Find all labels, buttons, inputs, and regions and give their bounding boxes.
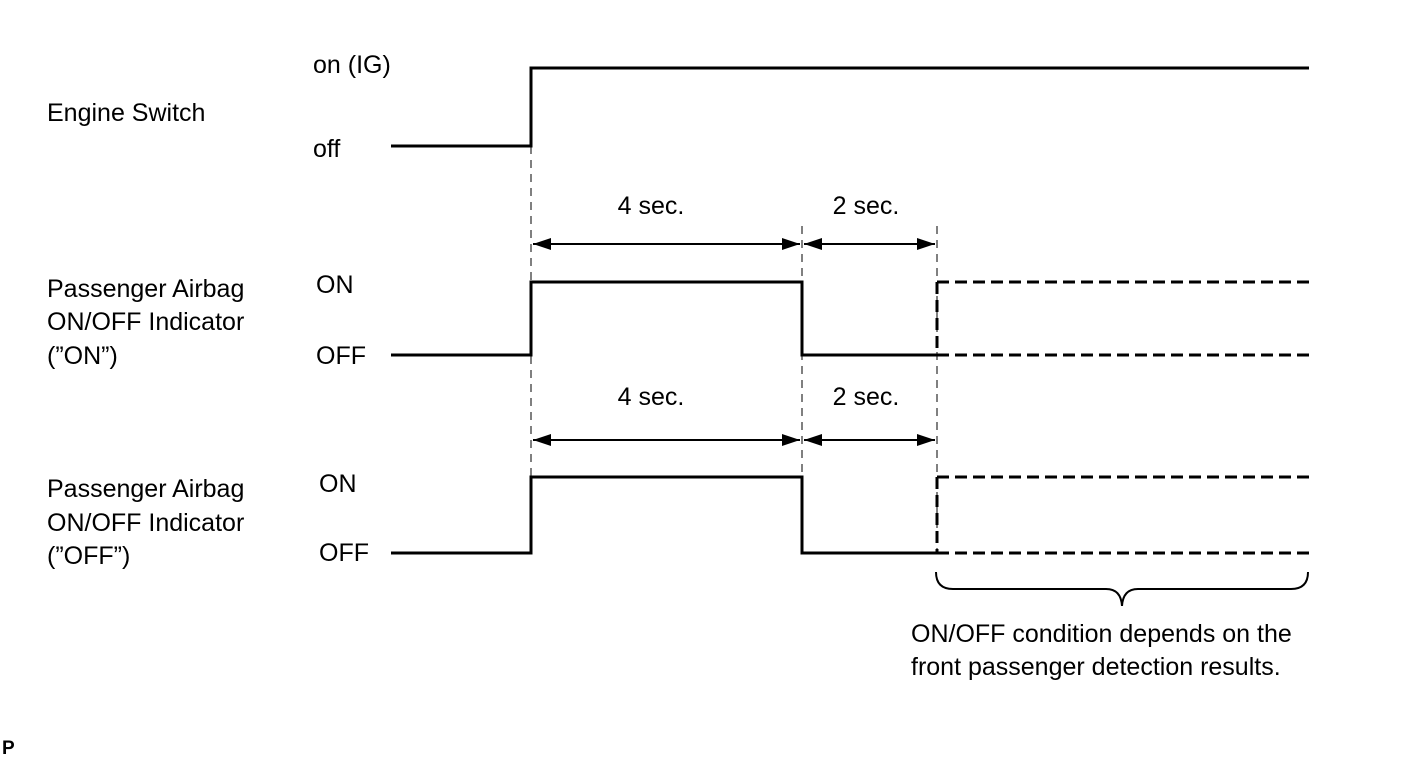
duration-2sec-label: 2 sec. [833,383,900,411]
arrowhead-right [782,434,800,446]
indicator-off-low-level-label: OFF [319,539,369,567]
indicator-off-label-line1: Passenger Airbag [47,475,244,503]
arrowhead-right [917,238,935,250]
indicator-on-high-level-label: ON [316,271,354,299]
indicator-on-waveform [391,280,937,357]
duration-4sec-label: 4 sec. [618,383,685,411]
note-line2: front passenger detection results. [911,653,1281,681]
indicator-on-label-line3: (”ON”) [47,342,118,370]
arrowhead-left [533,434,551,446]
indicator-off-label-line3: (”OFF”) [47,542,130,570]
indicator-off-waveform [391,475,937,555]
engine-switch-waveform [391,66,1309,148]
duration-2sec-label: 2 sec. [833,192,900,220]
indicator-on-low-level-label: OFF [316,342,366,370]
note-line1: ON/OFF condition depends on the [911,620,1292,648]
corner-mark: P [2,738,15,759]
indicator-on-label-line1: Passenger Airbag [47,275,244,303]
arrowhead-right [782,238,800,250]
duration-4sec-label: 4 sec. [618,192,685,220]
indicator-off-high-level-label: ON [319,470,357,498]
indicator-off-label-line2: ON/OFF Indicator [47,509,244,537]
engine-on-level-label: on (IG) [313,51,391,79]
arrowhead-left [804,238,822,250]
curly-brace [935,571,1309,607]
arrowhead-left [804,434,822,446]
arrowhead-left [533,238,551,250]
engine-switch-label: Engine Switch [47,99,205,127]
arrowhead-right [917,434,935,446]
indicator-on-label-line2: ON/OFF Indicator [47,308,244,336]
engine-off-level-label: off [313,135,340,163]
